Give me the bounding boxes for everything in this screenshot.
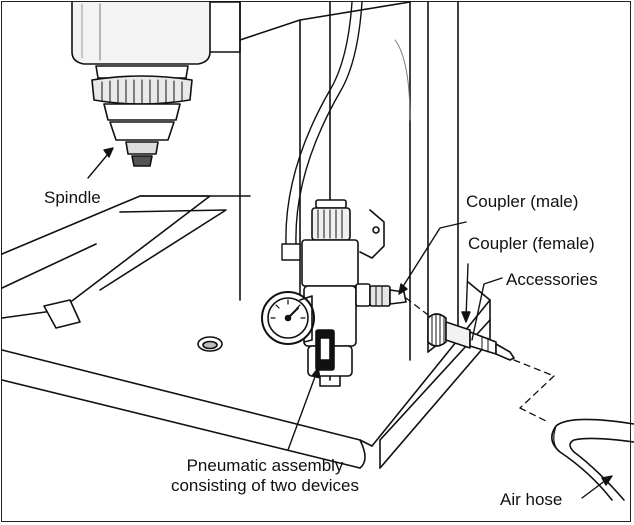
air-hose (551, 418, 634, 501)
pneumatic-leader (287, 373, 317, 451)
spindle (91, 65, 193, 167)
spindle-housing (71, 1, 241, 301)
air-tube (281, 1, 363, 261)
pneumatic-assembly (261, 199, 385, 387)
label-coupler-male: Coupler (male) (466, 192, 579, 211)
label-pneumatic-line2: consisting of two devices (170, 476, 360, 495)
leader-lines (87, 147, 613, 499)
connection-guides (405, 297, 555, 423)
label-accessories: Accessories (506, 270, 598, 289)
spindle-leader (87, 153, 109, 179)
arrowhead-icon (398, 283, 408, 295)
arrowhead-icon (601, 475, 613, 486)
coupler-female-leader (465, 263, 469, 319)
label-pneumatic-assembly: Pneumatic assembly consisting of two dev… (120, 456, 410, 496)
coupler-male-leader (401, 221, 467, 289)
label-air-hose: Air hose (500, 490, 563, 509)
label-coupler-female: Coupler (female) (468, 234, 595, 253)
coupler-female (427, 313, 515, 361)
arrowhead-icon (461, 311, 471, 323)
air-hose-leader (581, 479, 607, 499)
label-pneumatic-line1: Pneumatic assembly (186, 456, 344, 475)
accessories-leader (471, 277, 503, 341)
arrowhead-icon (311, 367, 321, 379)
machine-base (1, 195, 491, 469)
label-spindle: Spindle (44, 188, 101, 207)
arrowhead-icon (103, 147, 114, 158)
coupler-male (355, 283, 407, 307)
